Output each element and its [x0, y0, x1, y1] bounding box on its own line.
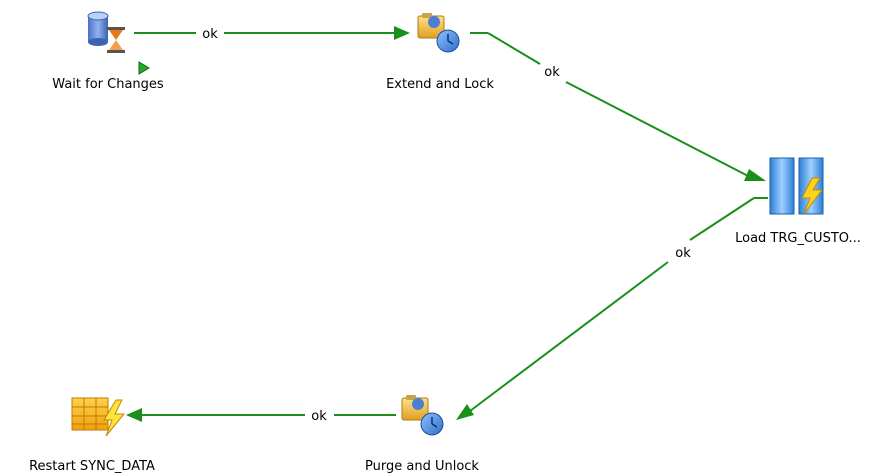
- edge-extend-to-load[interactable]: ok: [470, 32, 766, 181]
- edge-purge-to-restart[interactable]: ok: [126, 408, 396, 424]
- edge-segment: [487, 32, 541, 65]
- node-purge-and-unlock[interactable]: Purge and Unlock: [365, 395, 479, 474]
- database-hourglass-icon: [87, 11, 150, 75]
- node-label: Purge and Unlock: [365, 459, 479, 474]
- node-label: Wait for Changes: [52, 77, 164, 92]
- folder-clock-icon: [401, 395, 444, 436]
- arrowhead-icon: [744, 169, 766, 181]
- edge-label: ok: [311, 409, 327, 424]
- node-label: Load TRG_CUSTO...: [735, 231, 861, 246]
- node-label: Restart SYNC_DATA: [29, 459, 155, 474]
- edge-segment: [565, 81, 753, 179]
- node-extend-and-lock[interactable]: Extend and Lock: [386, 13, 494, 92]
- edge-label: ok: [202, 27, 218, 42]
- edge-label: ok: [544, 65, 560, 80]
- interface-lightning-icon: [769, 157, 824, 215]
- arrowhead-icon: [126, 408, 142, 422]
- edge-load-to-purge[interactable]: ok: [456, 197, 768, 420]
- folder-clock-icon: [417, 13, 460, 53]
- node-load-trg-custo[interactable]: Load TRG_CUSTO...: [735, 157, 861, 246]
- table-lightning-icon: [71, 397, 126, 437]
- edge-label: ok: [675, 246, 691, 261]
- arrowhead-icon: [394, 26, 410, 40]
- node-wait-for-changes[interactable]: Wait for Changes: [52, 11, 164, 92]
- edge-segment: [689, 197, 755, 241]
- edge-segment: [469, 261, 669, 412]
- start-marker-icon: [138, 61, 150, 75]
- edge-wait-to-extend[interactable]: ok: [134, 26, 410, 42]
- node-label: Extend and Lock: [386, 77, 494, 92]
- node-restart-sync-data[interactable]: Restart SYNC_DATA: [29, 397, 155, 474]
- arrowhead-icon: [456, 404, 474, 420]
